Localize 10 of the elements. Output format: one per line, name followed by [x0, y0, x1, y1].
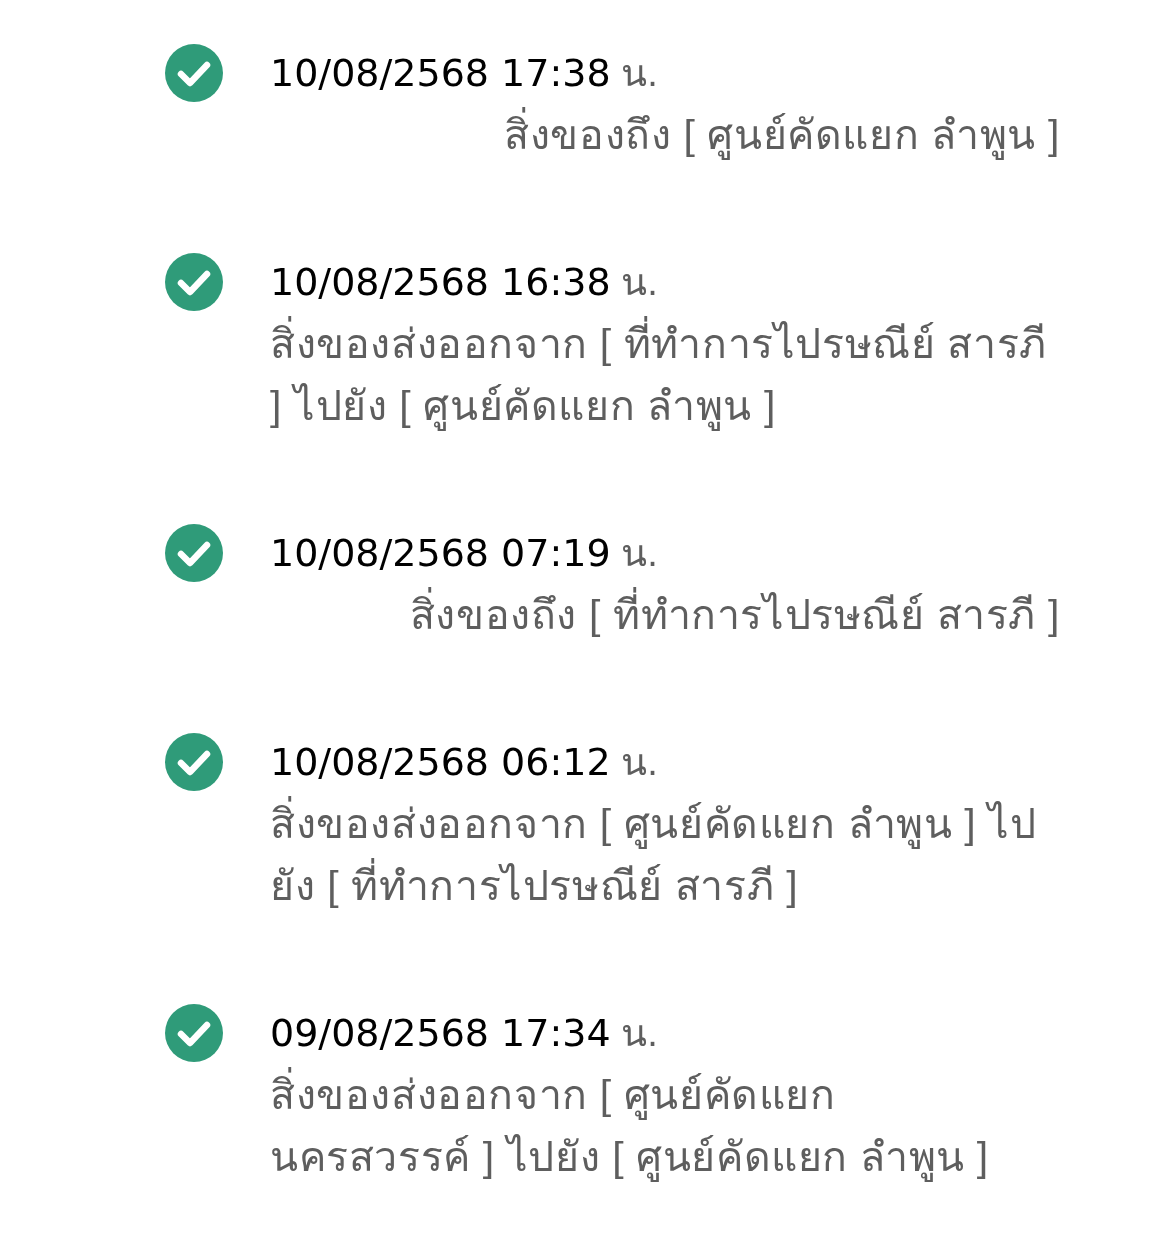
- status-text: สิ่งของถึง [ ที่ทำการไปรษณีย์ สารภี ]: [409, 581, 1060, 646]
- status-text: สิ่งของส่งออกจาก [ ศูนย์คัดแยก ลำพูน ] ไปยัง [ ที่ทำการไปรษณีย์ สารภี ]: [270, 790, 1060, 917]
- status-text: สิ่งของส่งออกจาก [ ศูนย์คัดแยก นครสวรรค์ ] ไปยัง [ ศูนย์คัดแยก ลำพูน ]: [270, 1061, 1035, 1188]
- status-text: สิ่งของถึง [ ศูนย์คัดแยก ลำพูน ]: [504, 101, 1060, 166]
- timestamp: 10/08/2568 06:12 น.: [270, 739, 658, 786]
- timestamp: 10/08/2568 17:38 น.: [270, 50, 658, 97]
- status-text: สิ่งของส่งออกจาก [ ที่ทำการไปรษณีย์ สารภี ] ไปยัง [ ศูนย์คัดแยก ลำพูน ]: [270, 310, 1060, 437]
- timestamp: 10/08/2568 16:38 น.: [270, 259, 658, 306]
- timestamp: 09/08/2568 17:34 น.: [270, 1010, 658, 1057]
- timestamp: 10/08/2568 07:19 น.: [270, 530, 658, 577]
